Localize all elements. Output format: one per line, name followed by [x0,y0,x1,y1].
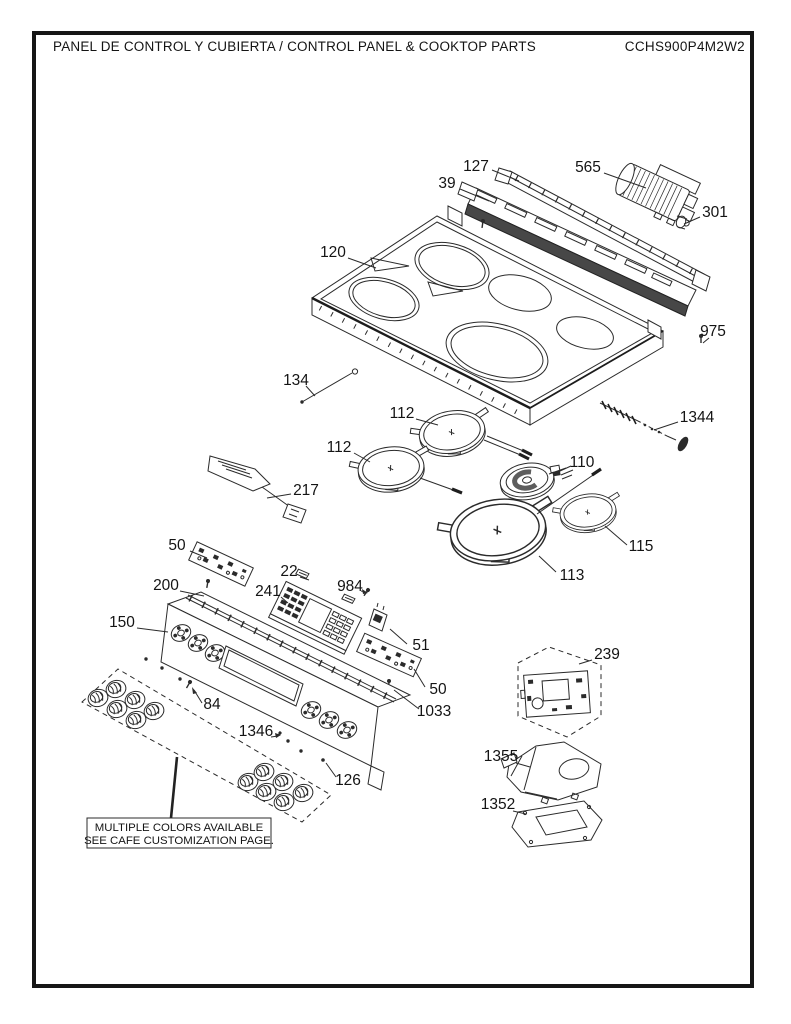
color-note: MULTIPLE COLORS AVAILABLE SEE CAFE CUSTO… [84,756,274,849]
vent-trim-39 [457,181,697,317]
callout-50-right: 50 [429,681,447,698]
note-line-2: SEE CAFE CUSTOMIZATION PAGE. [84,835,274,847]
callout-565: 565 [575,159,601,176]
callout-120: 120 [320,244,346,261]
callout-150: 150 [109,614,135,631]
induction-coil-112-left [347,442,434,497]
glass-screw [481,219,485,229]
bracket-clip-22 [340,593,356,605]
vent-rail-127 [494,167,711,292]
callout-50-left: 50 [168,537,186,554]
hinge-post [647,319,662,340]
glass-print-triangle [427,281,464,297]
callout-84: 84 [203,696,221,713]
glass-print-triangle [370,257,410,272]
harness-1344 [599,400,689,452]
callout-127: 127 [463,158,489,175]
callout-39: 39 [438,175,455,192]
hinge-post [447,205,463,227]
callout-239: 239 [594,646,620,663]
leader-lines [136,169,710,815]
display-board-241 [267,580,363,655]
callout-1352: 1352 [481,796,515,813]
callout-113: 113 [560,567,585,584]
bolt-134 [300,368,359,404]
control-board-50-left [188,541,254,587]
callout-115: 115 [629,538,654,555]
power-module-239 [517,646,602,738]
trim-strip-200 [185,594,397,704]
note-box [86,817,272,849]
screw-84 [184,678,194,690]
callout-1033: 1033 [417,703,451,720]
callout-1344: 1344 [680,409,715,426]
callout-112-a: 112 [390,405,415,422]
callout-22: 22 [280,563,297,580]
switch-51 [368,602,388,632]
cover-plate-1352 [511,800,603,848]
callout-51: 51 [412,637,429,654]
callout-301: 301 [702,204,728,221]
induction-coil-113 [433,491,560,574]
coil-wiring [419,435,602,515]
callout-217: 217 [293,482,319,499]
callout-126: 126 [335,772,361,789]
callout-200: 200 [153,577,179,594]
callout-110: 110 [570,454,595,471]
control-knob [290,781,316,805]
cooktop-glass-120 [311,205,665,426]
note-line-1: MULTIPLE COLORS AVAILABLE [95,822,264,834]
screw-200-mount [204,577,212,589]
vent-cover-1355 [500,741,602,805]
callout-241: 241 [255,583,281,600]
model-number: CCHS900P4M2W2 [624,39,745,54]
callout-975: 975 [700,323,726,340]
sensor-217 [207,455,307,524]
callout-984: 984 [337,578,363,595]
callout-1355: 1355 [484,748,518,765]
callout-134: 134 [283,372,309,389]
display-window-cutout [218,645,304,707]
induction-coil-110 [499,462,574,501]
blower-motor-565 [615,162,702,227]
page-title: PANEL DE CONTROL Y CUBIERTA / CONTROL PA… [53,39,536,54]
callout-1346: 1346 [239,723,273,740]
callout-112-b: 112 [327,439,352,456]
mounting-dots [144,657,325,762]
